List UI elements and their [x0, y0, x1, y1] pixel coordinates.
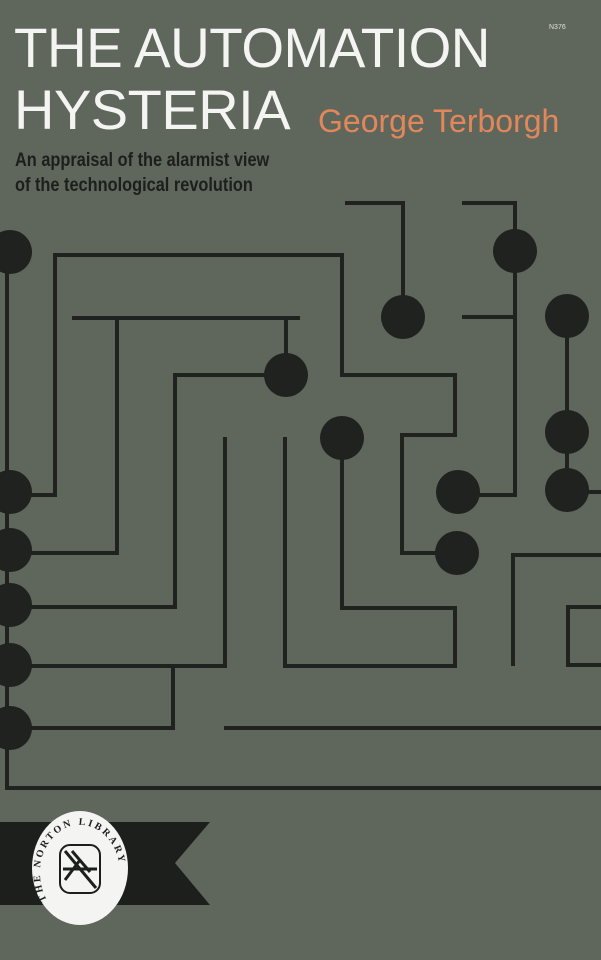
book-title-line1: THE AUTOMATION — [14, 16, 490, 79]
catalog-code: N376 — [549, 24, 566, 31]
norton-library-emblem: THE NORTON LIBRARY — [32, 811, 128, 925]
subtitle-line1: An appraisal of the alarmist view — [15, 150, 270, 171]
circuit-traces — [5, 201, 601, 790]
book-title-line2: HYSTERIA — [14, 78, 291, 141]
author-name: George Terborgh — [318, 103, 560, 139]
circuit-nodes — [0, 229, 589, 750]
subtitle-line2: of the technological revolution — [15, 175, 253, 196]
